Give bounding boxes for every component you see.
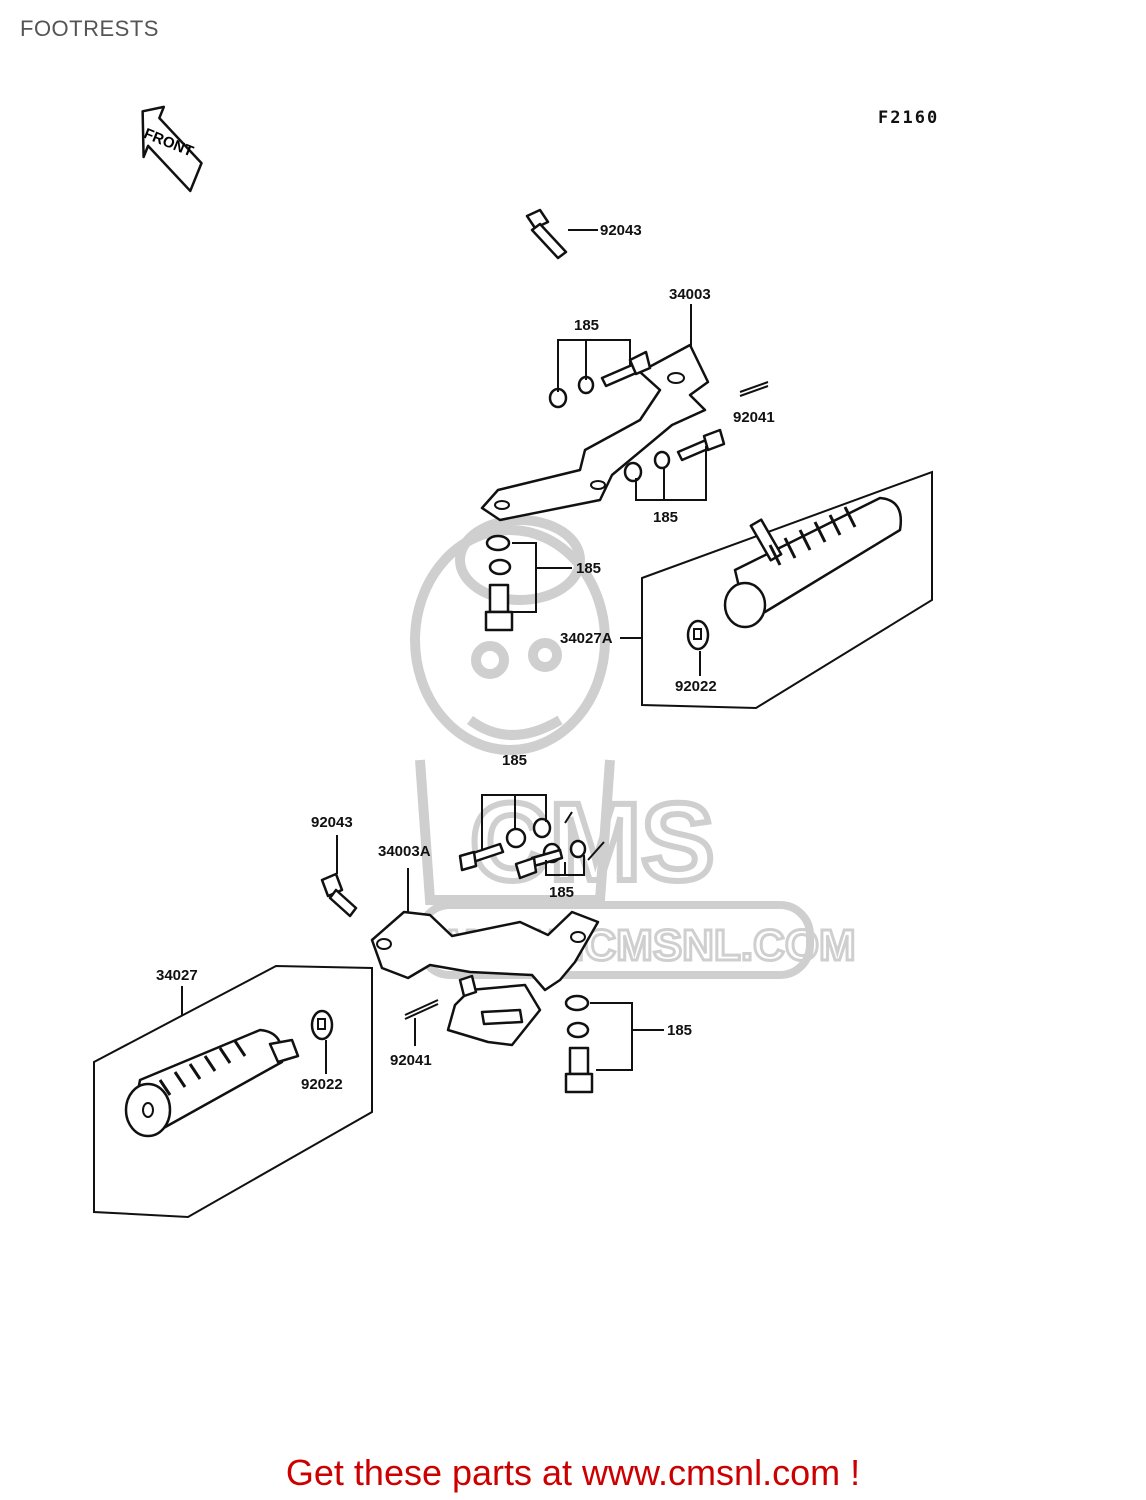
callout-185-upper-left: 185 — [574, 317, 600, 334]
bolt-set-185-lower — [564, 994, 594, 1094]
promo-banner[interactable]: Get these parts at www.cmsnl.com ! — [285, 1452, 861, 1493]
svg-text:CMS: CMS — [470, 781, 714, 904]
callout-185-upper-right: 185 — [653, 509, 679, 526]
callout-34003: 34003 — [669, 286, 711, 303]
bolt-set-185 — [484, 534, 514, 632]
bolt-92043-top — [525, 208, 568, 260]
bolts-washers-lower — [458, 817, 587, 880]
callout-92041-right: 92041 — [733, 409, 775, 426]
callout-185-lower-mid: 185 — [549, 884, 575, 901]
bolts-washers-upper — [548, 350, 726, 483]
callout-185-bolt-set: 185 — [576, 560, 602, 577]
callout-92043-top: 92043 — [600, 222, 642, 239]
callout-185-lower-right: 185 — [667, 1022, 693, 1039]
callout-34003A: 34003A — [378, 843, 431, 860]
footpeg-34027A — [641, 470, 933, 710]
callout-34027A: 34027A — [560, 630, 613, 647]
callout-34027: 34027 — [156, 967, 198, 984]
figure-code: F2160 — [878, 108, 940, 128]
bracket-34003A — [370, 910, 600, 1047]
page-title: FOOTRESTS — [20, 16, 159, 41]
bolt-92043-left — [320, 872, 358, 918]
callout-92041-left: 92041 — [390, 1052, 432, 1069]
washer-92022-left — [310, 1009, 334, 1041]
cotter-pin-92041-left — [404, 999, 439, 1020]
footpeg-34027 — [93, 964, 373, 1219]
front-arrow-icon: FRONT — [141, 105, 203, 193]
bracket-34003 — [480, 343, 710, 522]
callout-92022-right: 92022 — [675, 678, 717, 695]
cotter-pin-92041-right — [739, 381, 769, 397]
callout-185-lower-top: 185 — [502, 752, 528, 769]
washer-92022-right — [686, 619, 710, 651]
callout-92043-left: 92043 — [311, 814, 353, 831]
callout-92022-left: 92022 — [301, 1076, 343, 1093]
